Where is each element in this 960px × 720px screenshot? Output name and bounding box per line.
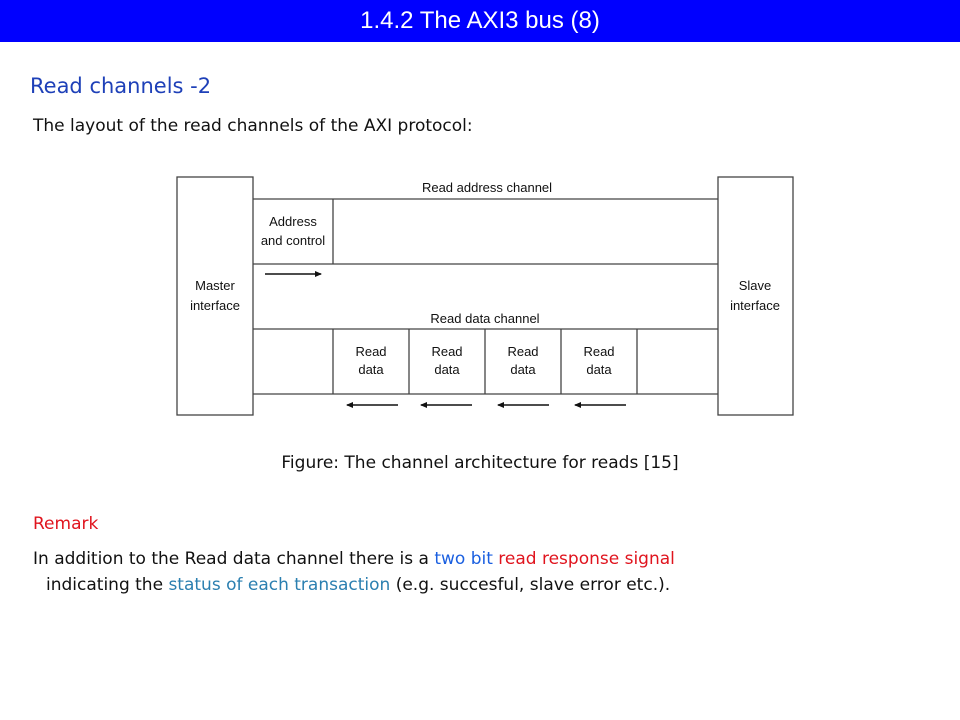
read-data-cell-4-line2: data [586, 362, 612, 377]
remark-line-2: indicating the status of each transactio… [33, 572, 933, 598]
intro-text: The layout of the read channels of the A… [33, 116, 473, 136]
remark-read-response: read response signal [492, 549, 675, 569]
title-bar: 1.4.2 The AXI3 bus (8) [0, 0, 960, 42]
slave-label-1: Slave [739, 278, 772, 293]
read-data-cell-1-line2: data [358, 362, 384, 377]
remark-body: In addition to the Read data channel the… [33, 546, 933, 598]
remark-text-6: (e.g. succesful, slave error etc.). [390, 575, 671, 595]
master-label-1: Master [195, 278, 235, 293]
slave-label-2: interface [730, 298, 780, 313]
remark-two-bit: two bit [434, 549, 493, 569]
address-label-2: and control [261, 233, 325, 248]
remark-text-1: In addition to the Read data channel the… [33, 549, 435, 569]
read-data-cell-3-line2: data [510, 362, 536, 377]
read-data-channel-label: Read data channel [430, 311, 539, 326]
remark-heading: Remark [33, 514, 99, 534]
read-data-cell-2-line1: Read [431, 344, 462, 359]
page-title: 1.4.2 The AXI3 bus (8) [360, 7, 600, 34]
master-interface-box [176, 176, 254, 416]
remark-status: status of each transaction [168, 575, 391, 595]
read-data-cell-4-line1: Read [583, 344, 614, 359]
read-channels-diagram: Read address channel Read data channel M… [176, 176, 794, 416]
read-address-channel-label: Read address channel [422, 180, 552, 195]
read-data-cell-2-line2: data [434, 362, 460, 377]
figure-caption: Figure: The channel architecture for rea… [281, 453, 679, 473]
master-label-2: interface [190, 298, 240, 313]
section-subtitle: Read channels -2 [30, 74, 212, 98]
slave-interface-box [717, 176, 794, 416]
read-data-cell-1-line1: Read [355, 344, 386, 359]
read-data-cell-3-line1: Read [507, 344, 538, 359]
address-label-1: Address [269, 214, 317, 229]
remark-text-4: indicating the [46, 575, 169, 595]
